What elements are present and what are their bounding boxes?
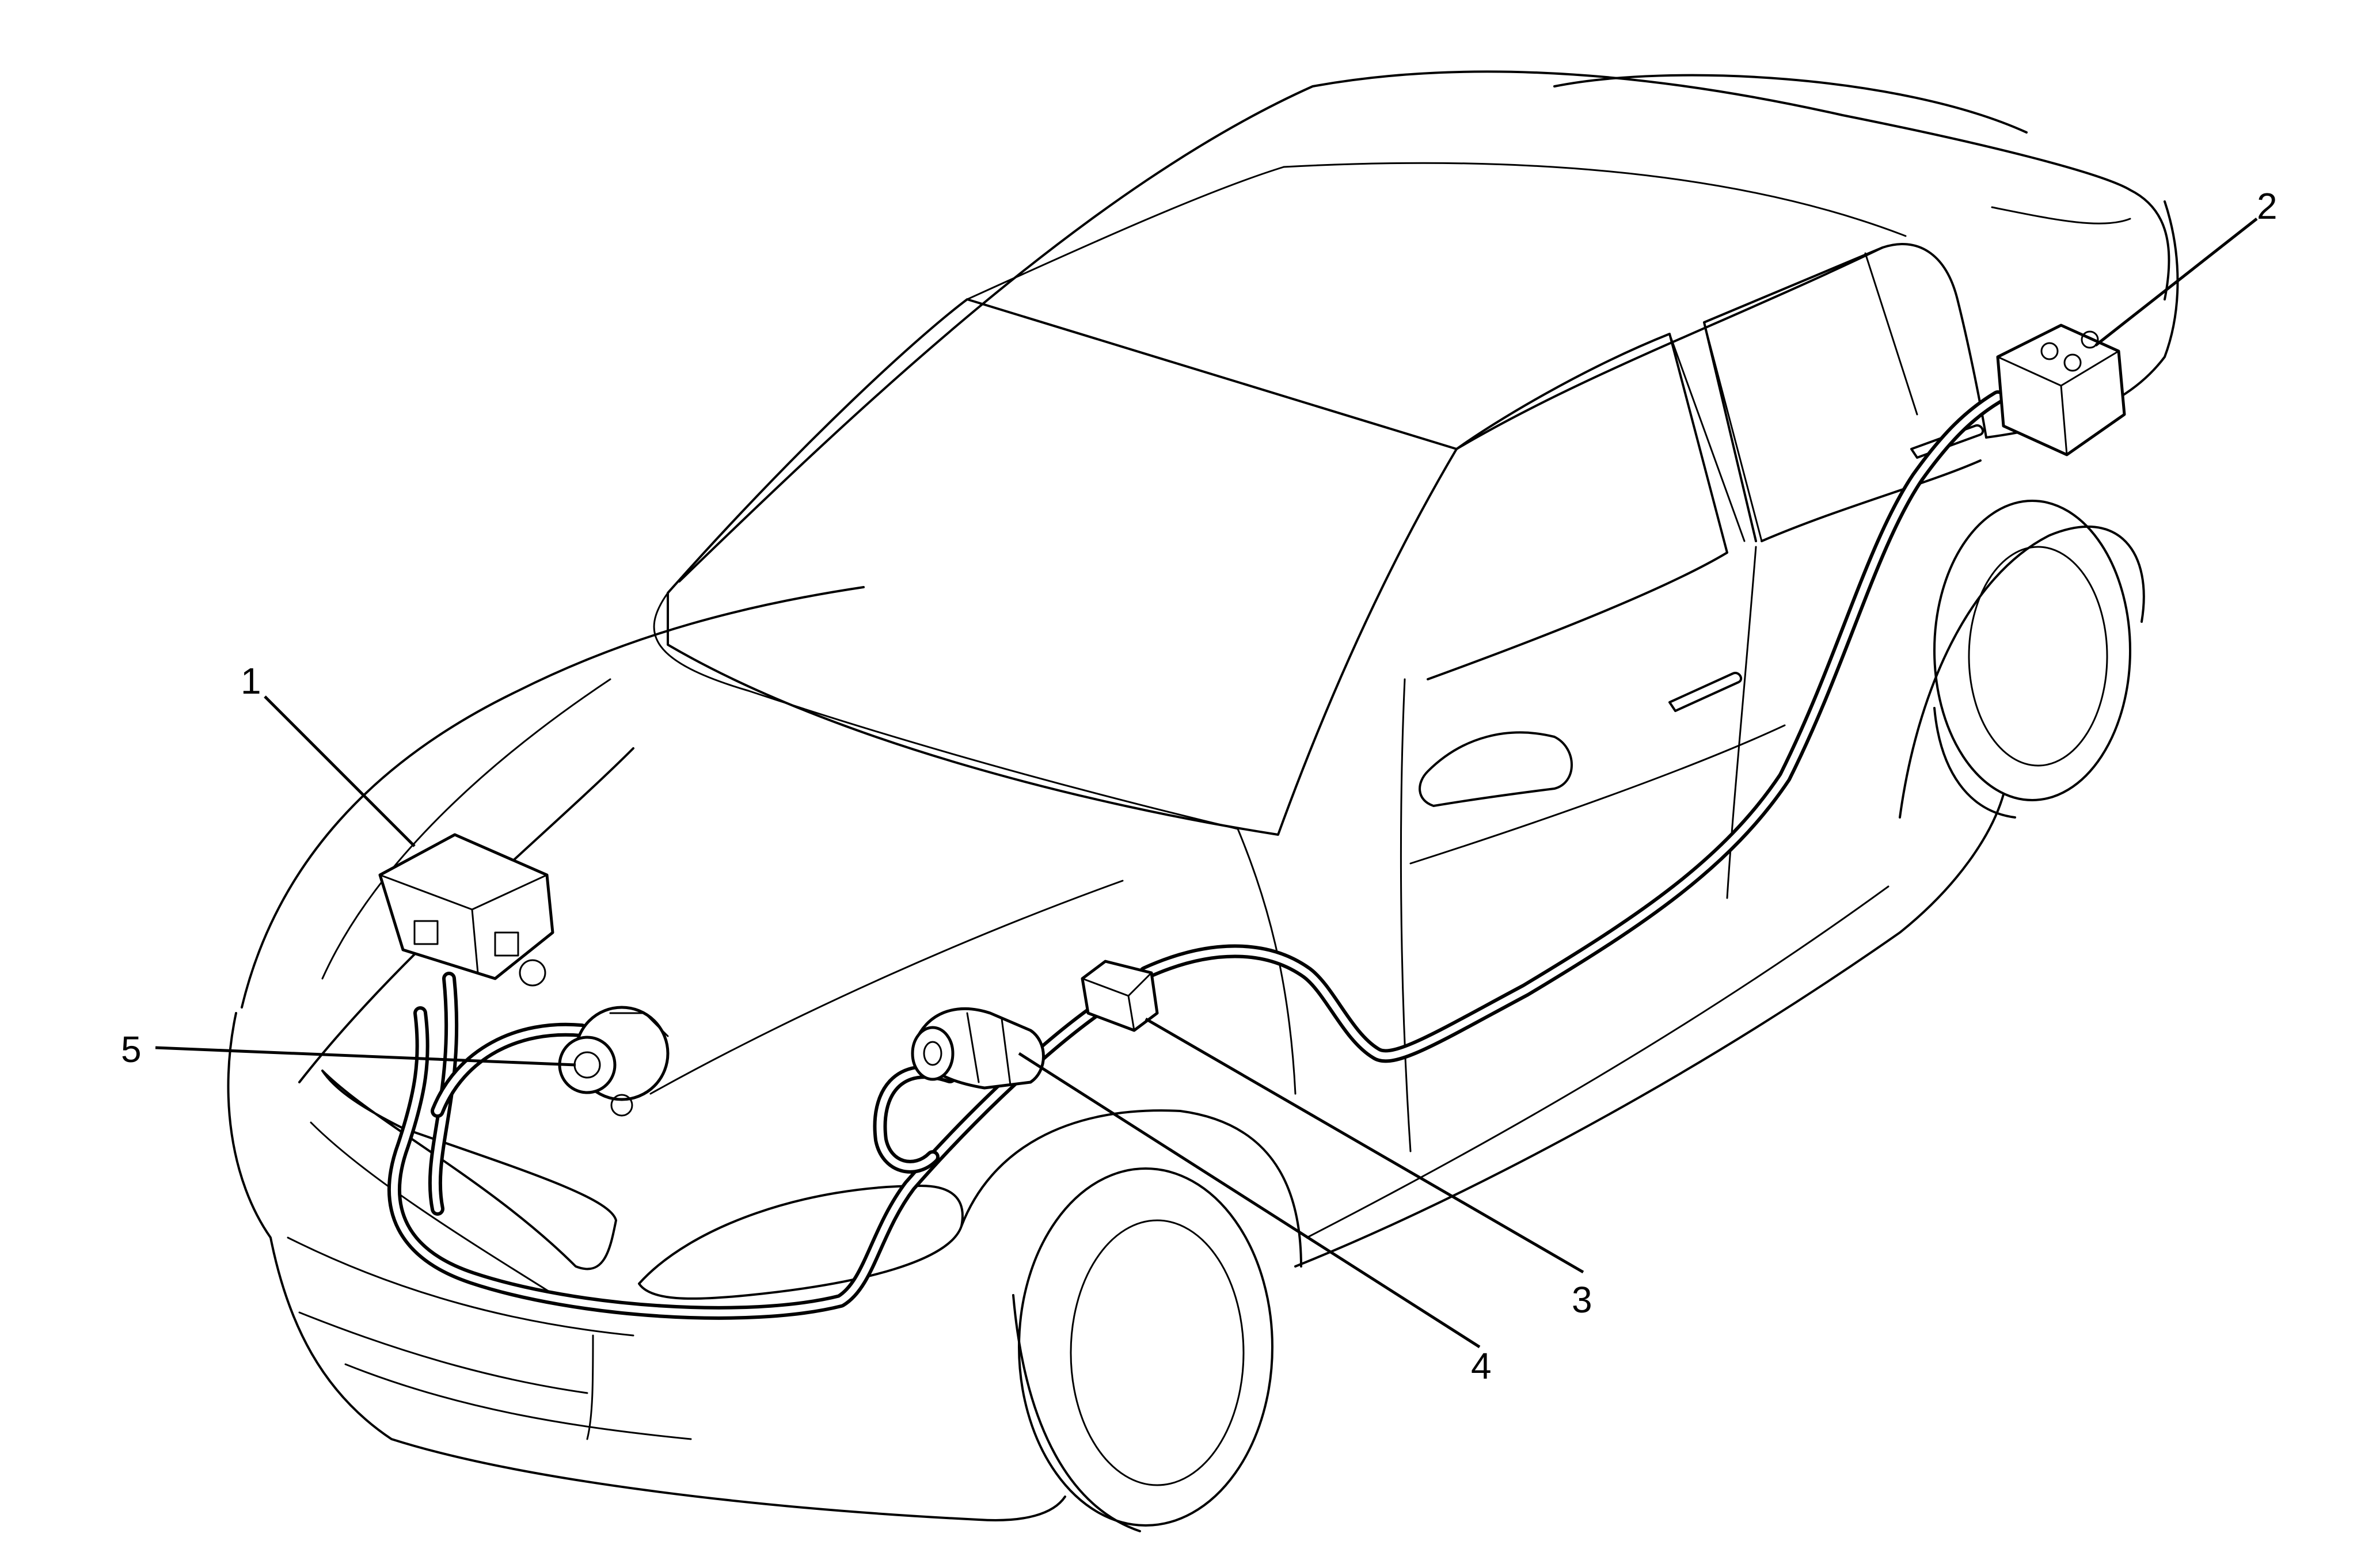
vehicle-body bbox=[227, 70, 2179, 1532]
leader-lines bbox=[155, 218, 2258, 1349]
leader-1 bbox=[264, 695, 416, 847]
leader-2 bbox=[2094, 218, 2258, 347]
callout-2: 2 bbox=[2257, 185, 2278, 227]
starter-motor bbox=[911, 1007, 1045, 1090]
battery-cable-harness bbox=[387, 390, 2005, 1320]
callout-3: 3 bbox=[1572, 1279, 1592, 1321]
callout-4: 4 bbox=[1471, 1345, 1492, 1387]
leader-5 bbox=[155, 1046, 576, 1067]
leader-3 bbox=[1145, 1017, 1584, 1274]
leader-4 bbox=[1018, 1052, 1481, 1349]
battery bbox=[1996, 324, 2126, 456]
callout-labels: 1 2 3 4 5 bbox=[121, 185, 2278, 1387]
callout-1: 1 bbox=[241, 660, 261, 702]
underhood-fuse-block bbox=[378, 833, 554, 987]
callout-5: 5 bbox=[121, 1029, 142, 1070]
fusible-link-block bbox=[1081, 960, 1159, 1032]
